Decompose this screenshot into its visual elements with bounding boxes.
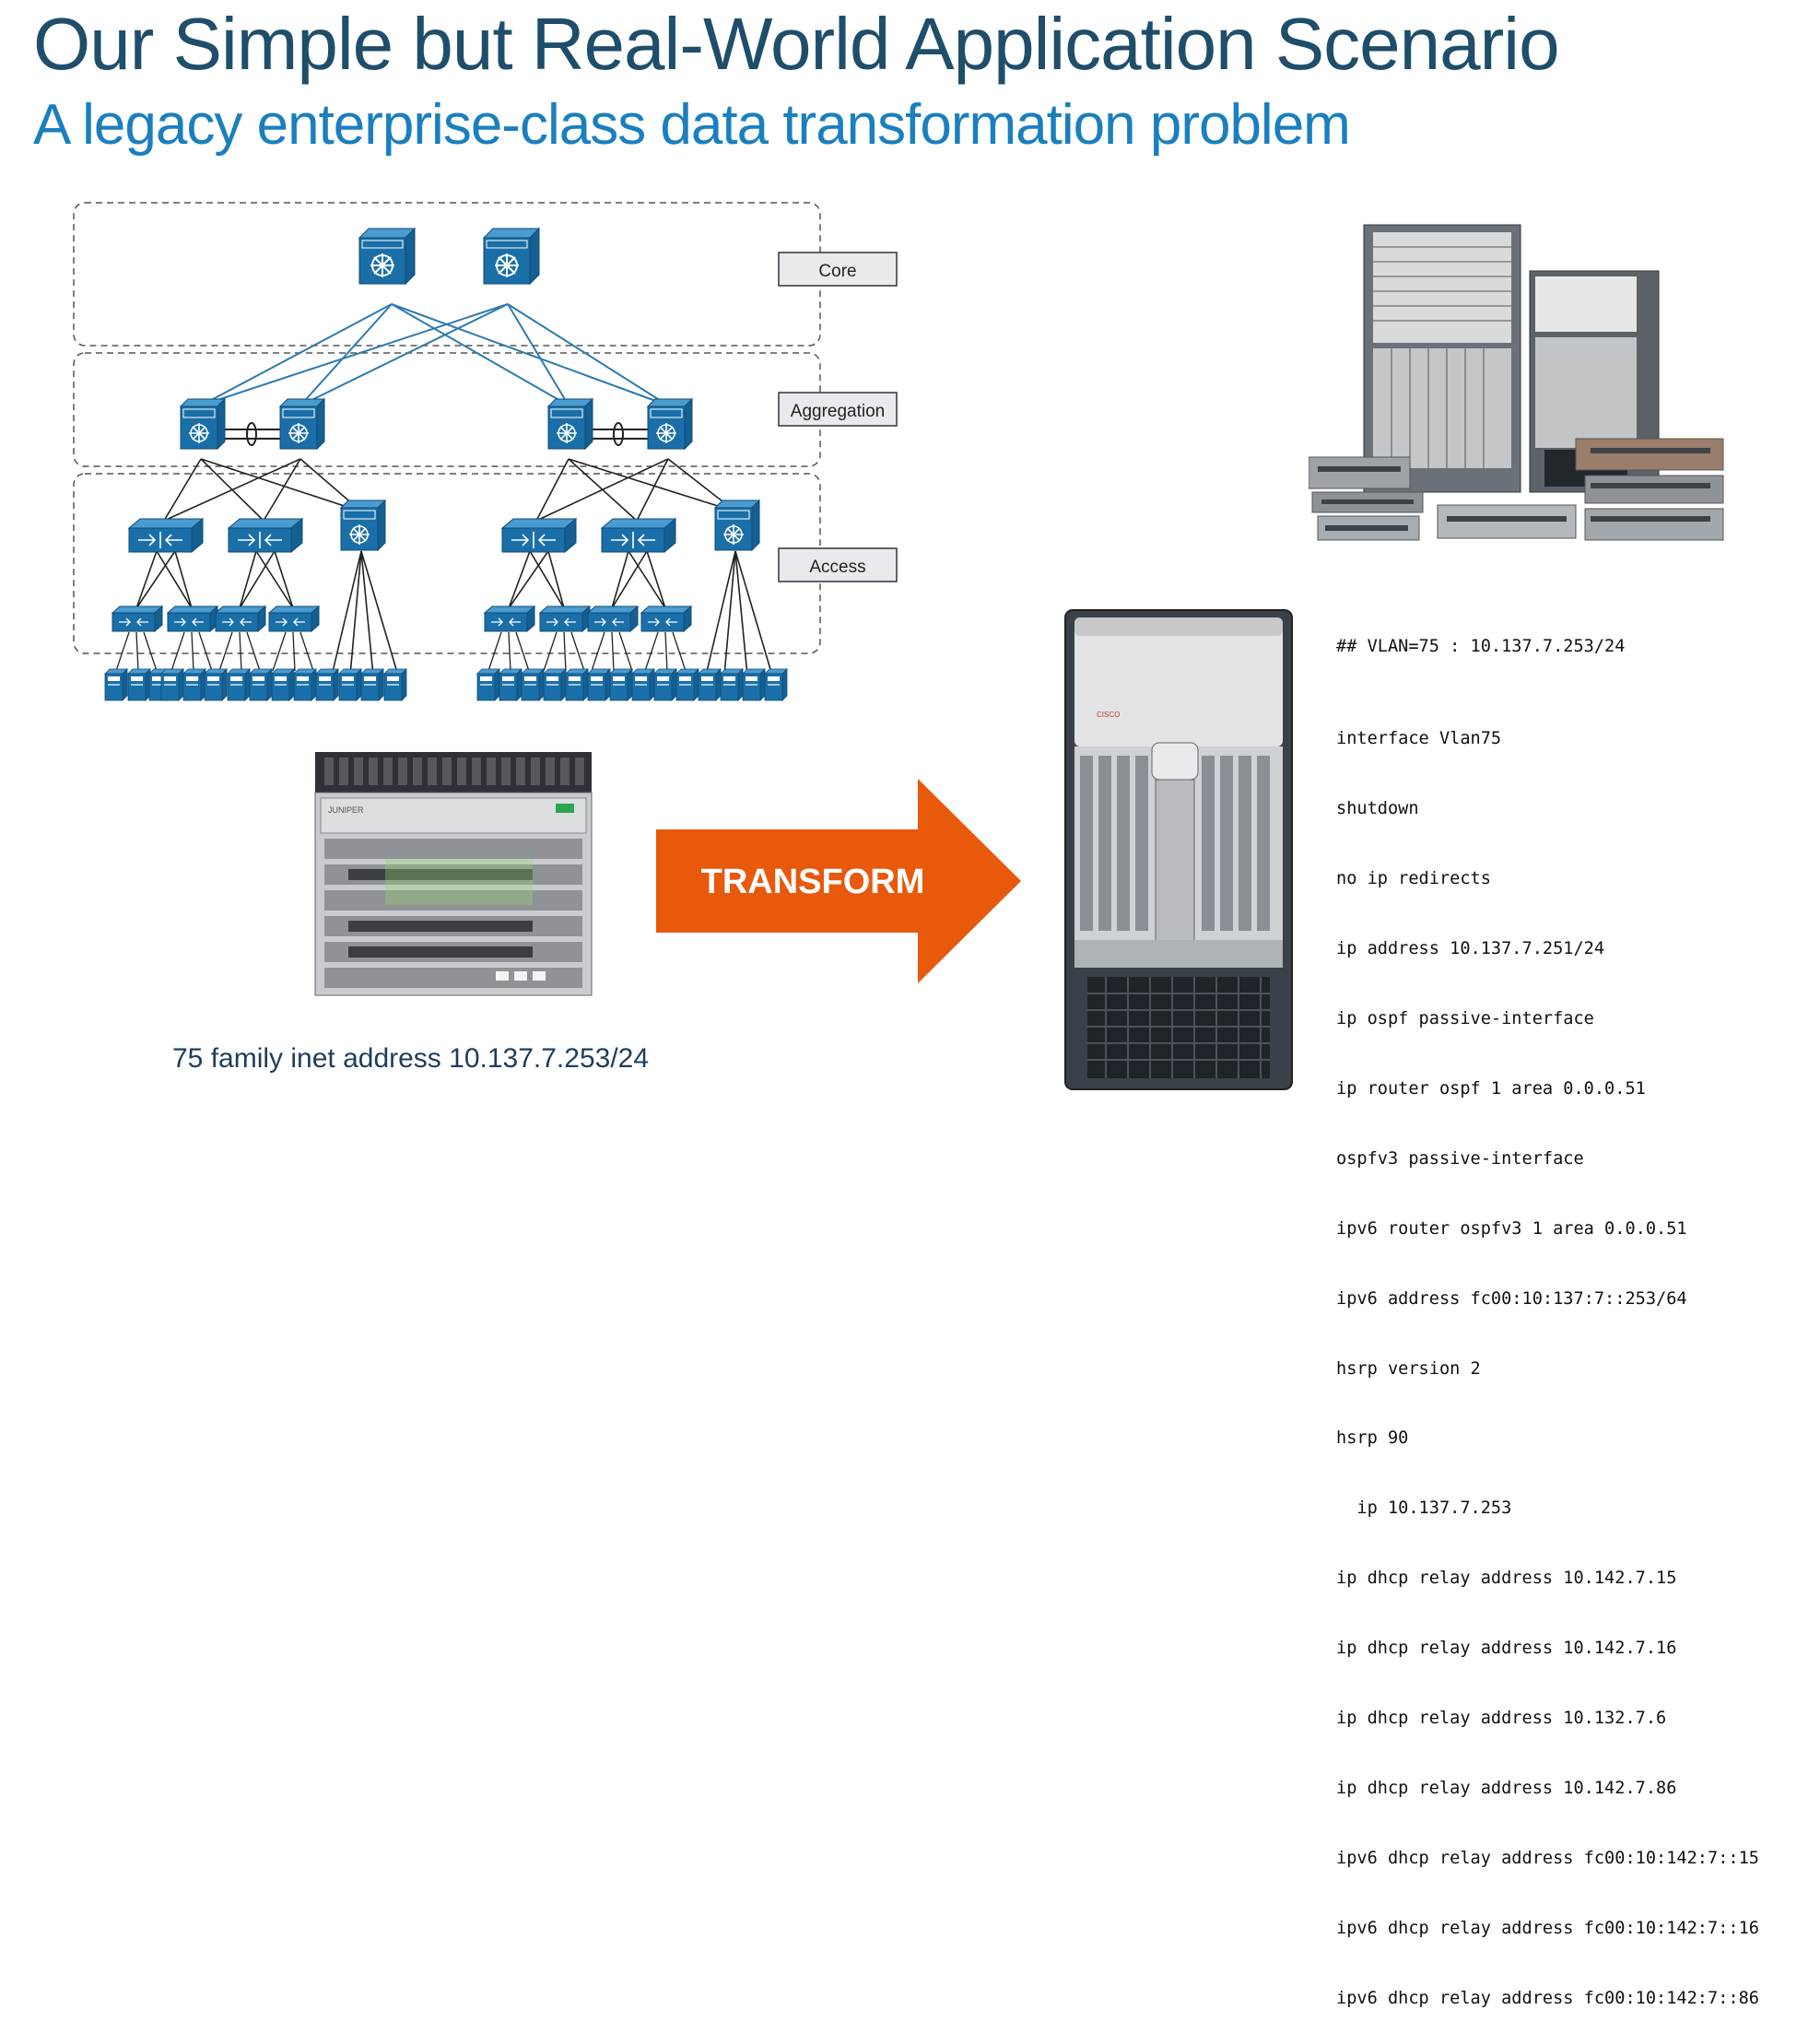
switch-product-family-image	[1309, 224, 1724, 541]
layer-label-core: Core	[778, 252, 898, 287]
config-line: ip dhcp relay address 10.142.7.86	[1336, 1778, 1677, 1798]
access-switch	[601, 518, 676, 553]
layer-label-aggregation-text: Aggregation	[791, 402, 885, 421]
config-line: hsrp 90	[1336, 1428, 1409, 1449]
slide-subtitle: A legacy enterprise-class data transform…	[33, 93, 1351, 157]
core-switch-1	[358, 228, 416, 285]
config-line: ipv6 address fc00:10:137:7::253/64	[1336, 1288, 1687, 1309]
transform-arrow: TRANSFORM	[656, 779, 1021, 983]
config-line: interface Vlan75	[1336, 729, 1502, 749]
edge-switch	[484, 605, 535, 632]
nxos-config-block: ## VLAN=75 : 10.137.7.253/24 interface V…	[1336, 588, 1759, 2033]
new-switch-chassis-image: CISCO	[1064, 609, 1293, 1090]
layer-label-access: Access	[778, 547, 898, 582]
config-line: ip dhcp relay address 10.132.7.6	[1336, 1708, 1667, 1728]
legacy-router-image: JUNIPER	[314, 752, 593, 996]
access-switch	[128, 518, 204, 553]
config-line: ip ospf passive-interface	[1336, 1009, 1594, 1029]
config-line: ip dhcp relay address 10.142.7.15	[1336, 1569, 1677, 1589]
config-line: hsrp version 2	[1336, 1358, 1481, 1379]
config-line: ipv6 dhcp relay address fc00:10:142:7::1…	[1336, 1918, 1759, 1938]
config-header: ## VLAN=75 : 10.137.7.253/24	[1336, 636, 1626, 656]
config-line: ip router ospf 1 area 0.0.0.51	[1336, 1078, 1646, 1099]
edge-switch	[640, 605, 692, 632]
slide-title: Our Simple but Real-World Application Sc…	[33, 3, 1560, 85]
server-group-right	[476, 668, 788, 701]
access-switch	[228, 518, 303, 553]
config-line: ip dhcp relay address 10.142.7.16	[1336, 1639, 1677, 1659]
config-line: ip address 10.137.7.251/24	[1336, 939, 1605, 959]
aggregation-switch	[180, 398, 226, 450]
layer-label-core-text: Core	[818, 262, 856, 281]
config-line: ipv6 router ospfv3 1 area 0.0.0.51	[1336, 1218, 1687, 1239]
config-line: no ip redirects	[1336, 869, 1491, 889]
config-line: ipv6 dhcp relay address fc00:10:142:7::8…	[1336, 1988, 1759, 2008]
access-switch	[501, 518, 577, 553]
access-modular-switch	[714, 499, 760, 551]
layer-label-aggregation: Aggregation	[778, 392, 898, 427]
server-group-left	[104, 668, 407, 701]
transform-arrow-label: TRANSFORM	[701, 863, 925, 901]
config-line: ospfv3 passive-interface	[1336, 1148, 1584, 1169]
config-line: shutdown	[1336, 799, 1419, 819]
network-topology-diagram: Core Aggregation Access	[73, 202, 898, 701]
config-line: ip 10.137.7.253	[1336, 1498, 1512, 1519]
edge-switch	[539, 605, 591, 632]
layer-label-access-text: Access	[809, 558, 865, 577]
legacy-config-caption: 75 family inet address 10.137.7.253/24	[172, 1043, 650, 1074]
edge-switch	[112, 605, 163, 632]
aggregation-switch	[647, 398, 693, 450]
core-switch-2	[483, 228, 540, 285]
aggregation-switch	[547, 398, 593, 450]
legacy-router-brand: JUNIPER	[328, 805, 364, 815]
edge-switch	[215, 605, 266, 632]
new-switch-brand: CISCO	[1097, 711, 1120, 719]
edge-switch	[587, 605, 639, 632]
edge-switch	[167, 605, 218, 632]
config-line: ipv6 dhcp relay address fc00:10:142:7::1…	[1336, 1848, 1759, 1868]
aggregation-switch	[279, 398, 325, 450]
edge-switch	[268, 605, 320, 632]
access-modular-switch	[340, 499, 386, 551]
